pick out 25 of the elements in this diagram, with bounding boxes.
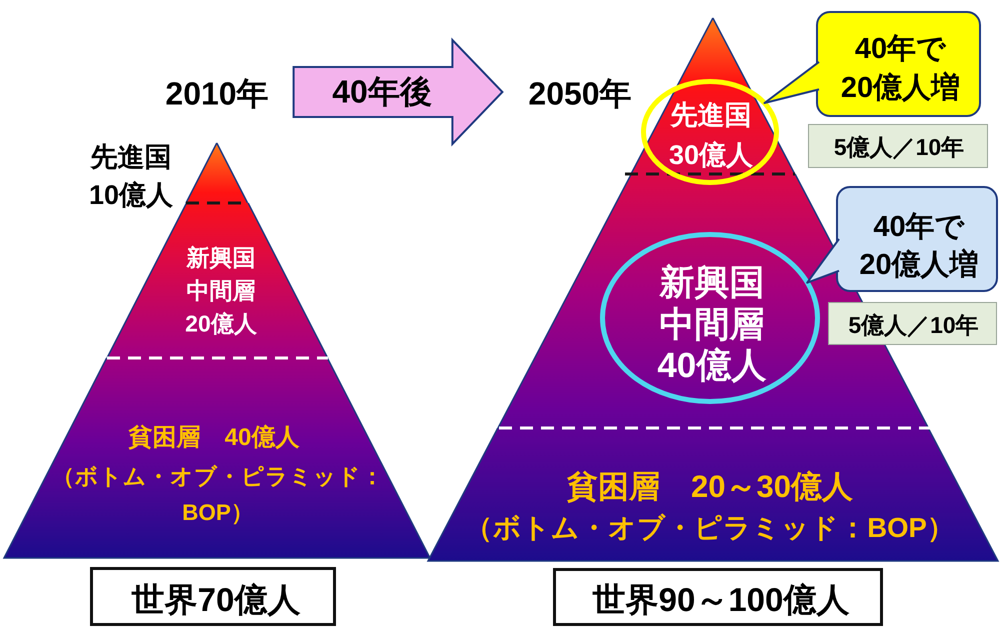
year-label: 2010年 bbox=[165, 76, 269, 112]
layer-label: （ボトム・オブ・ピラミッド：BOP） bbox=[465, 512, 955, 544]
layer-label: 新興国中間層20億人 bbox=[184, 244, 258, 338]
bubble-text: 40年で20億人増 bbox=[840, 32, 961, 106]
rate-text: 5億人／10年 bbox=[848, 311, 979, 338]
bubble-text: 40年で20億人増 bbox=[858, 210, 980, 283]
edge-label: 40年後 bbox=[331, 74, 433, 110]
rate-box bbox=[828, 302, 997, 345]
speech-bubble bbox=[836, 186, 998, 292]
layer-label: 貧困層 40億人 bbox=[128, 424, 300, 452]
ellipse-label: 先進国30億人 bbox=[668, 99, 754, 172]
ellipse-label: 新興国中間層40億人 bbox=[656, 262, 768, 386]
total-text: 世界70億人 bbox=[132, 580, 300, 618]
layer-label: （ボトム・オブ・ピラミッド：BOP） bbox=[51, 463, 385, 527]
total-text: 世界90～100億人 bbox=[592, 581, 850, 619]
year-label: 2050年 bbox=[528, 76, 632, 112]
total-box bbox=[90, 567, 336, 626]
rate-box bbox=[808, 124, 988, 168]
total-box bbox=[553, 568, 883, 626]
callout-pointer bbox=[806, 238, 840, 284]
callout-pointer bbox=[764, 60, 820, 104]
layer-label: 先進国10億人 bbox=[88, 141, 174, 212]
speech-bubble bbox=[816, 11, 981, 117]
layer-label: 貧困層 20～30億人 bbox=[567, 469, 853, 505]
rate-text: 5億人／10年 bbox=[834, 134, 964, 160]
